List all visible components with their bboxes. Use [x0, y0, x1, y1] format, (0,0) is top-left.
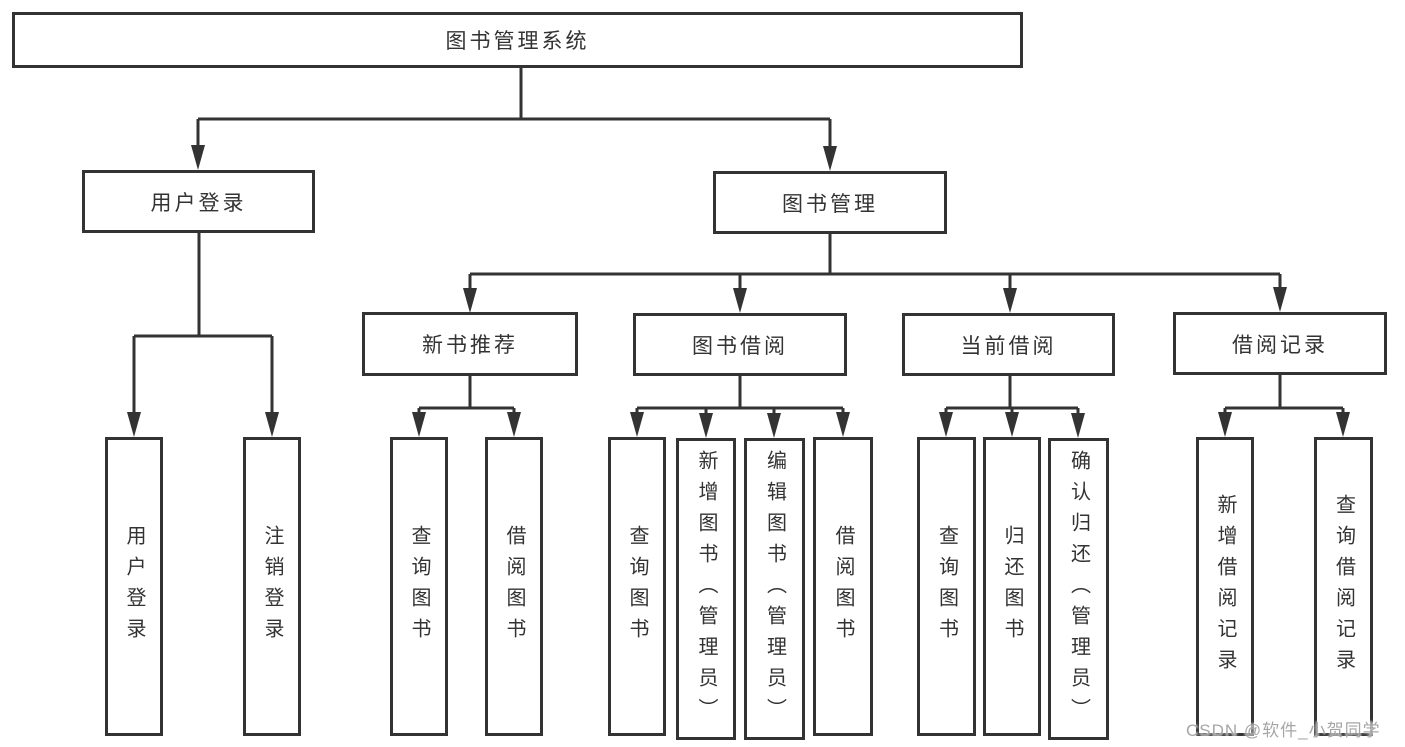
leaf-confirm-return-admin-label: 确认归还（管理员）: [1067, 449, 1090, 729]
leaf-logout: 注销登录: [243, 437, 301, 736]
leaf-borrow-books-borrowing: 借阅图书: [813, 437, 873, 736]
leaf-add-books-admin-label: 新增图书（管理员）: [695, 449, 717, 729]
watermark: CSDN @软件_小贺同学: [1186, 721, 1381, 740]
node-root: 图书管理系统: [12, 12, 1023, 68]
leaf-query-books-borrowing: 查询图书: [608, 437, 666, 736]
leaf-query-books-recommend: 查询图书: [390, 437, 448, 736]
leaf-return-books: 归还图书: [983, 437, 1041, 736]
leaf-add-books-admin: 新增图书（管理员）: [676, 438, 736, 740]
leaf-query-borrow-record-label: 查询借阅记录: [1332, 493, 1355, 680]
node-current-borrowing-label: 当前借阅: [960, 334, 1057, 358]
leaf-return-books-label: 归还图书: [1001, 524, 1023, 649]
leaf-query-books-current: 查询图书: [917, 437, 976, 736]
leaf-edit-books-admin: 编辑图书（管理员）: [744, 438, 805, 740]
node-book-borrowing: 图书借阅: [633, 313, 847, 376]
node-user-login-label: 用户登录: [150, 191, 247, 215]
node-new-book-recommend-label: 新书推荐: [422, 334, 518, 357]
leaf-borrow-books-recommend-label: 借阅图书: [503, 524, 525, 649]
leaf-edit-books-admin-label: 编辑图书（管理员）: [763, 449, 786, 729]
node-user-login: 用户登录: [82, 170, 315, 233]
leaf-user-login-label: 用户登录: [123, 524, 145, 649]
leaf-query-borrow-record: 查询借阅记录: [1314, 437, 1373, 736]
leaf-query-books-recommend-label: 查询图书: [408, 524, 430, 649]
arrowhead-icon: [127, 145, 1350, 438]
node-book-management: 图书管理: [713, 171, 947, 234]
leaf-add-borrow-record-label: 新增借阅记录: [1214, 493, 1236, 680]
leaf-borrow-books-recommend: 借阅图书: [485, 437, 543, 736]
leaf-query-books-borrowing-label: 查询图书: [626, 524, 648, 649]
leaf-add-borrow-record: 新增借阅记录: [1196, 437, 1254, 736]
node-book-management-label: 图书管理: [782, 192, 878, 216]
leaf-user-login: 用户登录: [105, 437, 163, 736]
leaf-confirm-return-admin: 确认归还（管理员）: [1048, 438, 1109, 740]
node-borrowing-records: 借阅记录: [1173, 312, 1387, 375]
node-root-label: 图书管理系统: [445, 30, 590, 53]
node-current-borrowing: 当前借阅: [902, 313, 1115, 376]
leaf-borrow-books-borrowing-label: 借阅图书: [832, 524, 854, 649]
node-new-book-recommend: 新书推荐: [362, 312, 578, 376]
node-borrowing-records-label: 借阅记录: [1232, 333, 1328, 357]
leaf-query-books-current-label: 查询图书: [935, 524, 958, 649]
leaf-logout-label: 注销登录: [261, 524, 283, 649]
node-book-borrowing-label: 图书借阅: [692, 334, 788, 358]
